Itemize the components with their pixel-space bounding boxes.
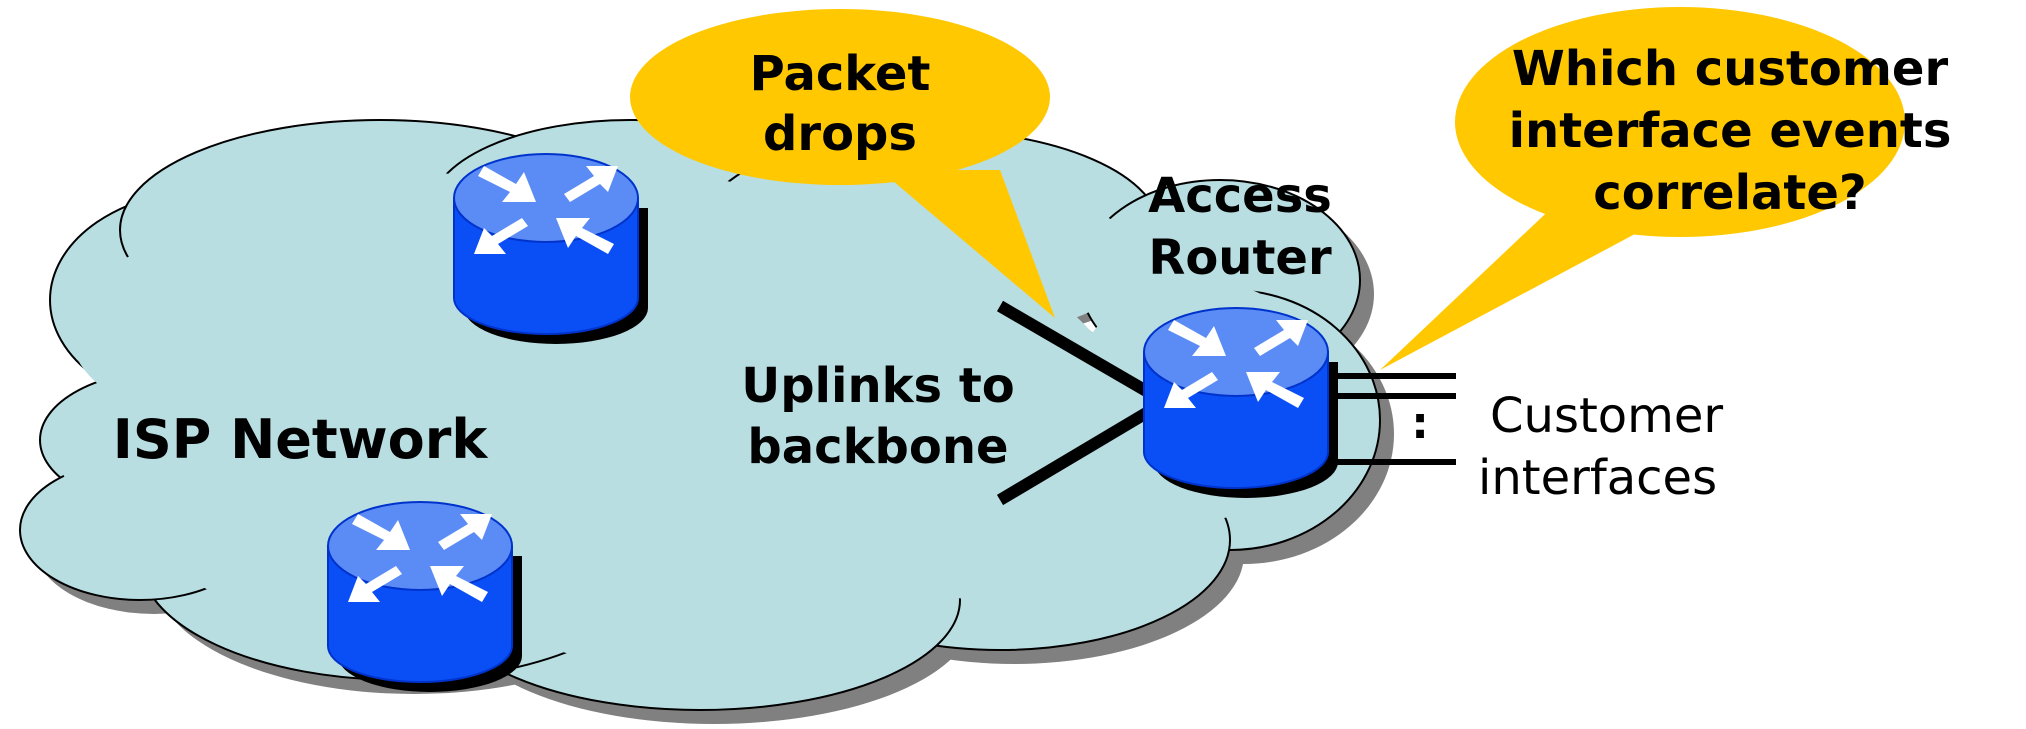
access-router-label-line2: Router <box>1148 230 1332 286</box>
router-icon-access <box>1143 307 1339 499</box>
callout-correlate: Which customer interface events correlat… <box>1380 7 1951 370</box>
callout-correlate-line1: Which customer <box>1512 41 1949 97</box>
callout-correlate-line2: interface events <box>1509 103 1952 159</box>
customer-interfaces-label-line1: Customer <box>1490 388 1723 444</box>
uplink-line-upper <box>996 300 1152 398</box>
uplinks-label-line2: backbone <box>747 419 1008 475</box>
interfaces-ellipsis: : <box>1411 398 1429 449</box>
uplinks-label-line1: Uplinks to <box>741 358 1015 414</box>
customer-interfaces-label-line2: interfaces <box>1478 450 1717 506</box>
callout-packet-drops: Packet drops <box>630 9 1055 318</box>
callout-packet-drops-line2: drops <box>763 106 917 162</box>
uplink-line-lower <box>996 406 1152 506</box>
callout-correlate-line3: correlate? <box>1593 165 1867 221</box>
access-router-label-line1: Access <box>1148 168 1332 224</box>
isp-network-label: ISP Network <box>113 408 489 471</box>
callout-packet-drops-line1: Packet <box>750 46 931 102</box>
router-icon-top <box>453 153 649 345</box>
router-icon-bottom <box>327 501 523 693</box>
